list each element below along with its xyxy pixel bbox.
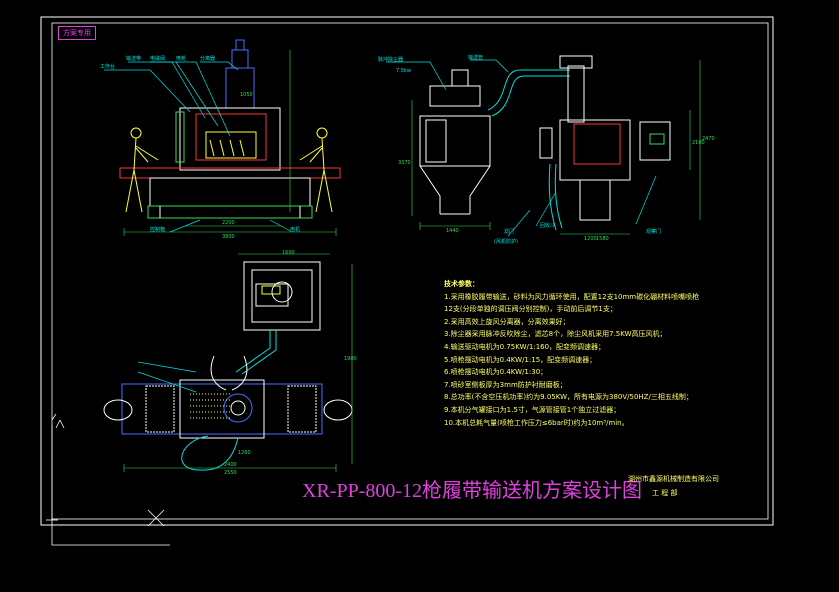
param-line: 12支(分段单独的调压阀分别控制)，手动前后调节1支； <box>444 305 617 314</box>
front-view <box>104 39 341 236</box>
company-name: 湖州市鑫源机械制造有限公司 <box>628 475 719 483</box>
callout-label-side-bottom-0: 滤门 <box>504 229 515 235</box>
callout-label-side-bottom-1: (风机防护) <box>494 239 518 245</box>
param-line: 6.喷枪摆动电机为0.4KW/1:30； <box>444 368 548 377</box>
callout-label-side-top-1: 7.5kw <box>396 68 411 74</box>
param-line: 1.采用橡胶履带输送，砂料为风力循环使用，配置12支10mm碳化硼材料喷嘴喷枪 <box>444 292 700 301</box>
callout-label-dims-6: 1580 <box>596 236 609 242</box>
param-line: 10.本机总耗气量(喷枪工作压力≤6bar时)约为10m³/min。 <box>444 418 629 427</box>
callout-label-dims-11: 1260 <box>238 450 251 456</box>
param-line: 2.采用高效上旋风分离器，分离效果好； <box>444 317 570 326</box>
callout-label-dims-4: 3370 <box>398 160 411 166</box>
outer-frame <box>40 16 774 526</box>
top-view <box>103 253 353 472</box>
param-line: 8.总功率(不含空压机功率)约为9.05KW，所有电源为380V/50HZ/三相… <box>444 393 693 402</box>
ucs-icon <box>46 413 170 546</box>
callout-label-front-bottom-1: 电机 <box>290 227 301 233</box>
callout-label-dims-12: 2400 <box>224 462 237 468</box>
callout-label-dims-2: 2200 <box>222 220 235 226</box>
callout-label-side-top-0: 脉冲除尘器 <box>378 57 404 63</box>
side-view <box>386 55 701 237</box>
param-line: 3.除尘器采用脉冲反吹除尘，滤芯8个，除尘风机采用7.5KW高压风机； <box>444 330 667 339</box>
callout-label-front-bottom-0: 控制箱 <box>150 227 166 233</box>
callout-label-front-top-0: 工作台 <box>100 64 116 70</box>
callout-label-dims-3: 1440 <box>446 228 459 234</box>
callout-label-dims-10: 1900 <box>344 356 357 362</box>
drawing-title: XR-PP-800-12枪履带输送机方案设计图 <box>302 480 643 502</box>
callout-label-dims-1: 3800 <box>222 234 235 240</box>
callout-label-dims-0: 1050 <box>240 92 253 98</box>
param-line: 5.喷枪摆动电机为0.4KW/1:15，配变频调速器； <box>444 355 597 364</box>
callout-label-front-top-1: 输送带 <box>126 56 142 62</box>
params-heading: 技术参数： <box>444 280 479 288</box>
callout-label-front-top-2: 电磁阀 <box>150 56 166 62</box>
technical-parameters: 技术参数： 1.采用橡胶履带输送，砂料为风力循环使用，配置12支10mm碳化硼材… <box>444 278 704 429</box>
callout-label-front-top-3: 喷枪 <box>176 56 187 62</box>
callout-label-dims-13: 2550 <box>224 470 237 476</box>
callout-label-dims-5: 1200 <box>584 236 597 242</box>
param-line: 9.本机分气罐接口为1.5寸，气源管接管1个独立过滤器； <box>444 405 621 414</box>
param-line: 4.输送驱动电机为0.75KW/1:160，配变频调速器； <box>444 342 606 351</box>
department-name: 工 程 部 <box>652 489 678 497</box>
callout-label-side-top-2: 输送管 <box>468 55 484 61</box>
callout-label-side-bottom-2: 回收斗 <box>540 223 556 229</box>
callout-label-dims-7: 2470 <box>702 136 715 142</box>
callout-label-dims-9: 1600 <box>282 250 295 256</box>
callout-label-side-bottom-3: 观察门 <box>646 229 662 235</box>
inner-frame <box>51 22 769 520</box>
callout-label-dims-8: 2100 <box>692 140 705 146</box>
param-line: 7.喷砂室侧板厚为3mm防护衬耐磨板； <box>444 380 567 389</box>
callout-label-front-top-4: 分离器 <box>200 56 216 62</box>
plan-tag: 方案专用 <box>58 26 96 40</box>
